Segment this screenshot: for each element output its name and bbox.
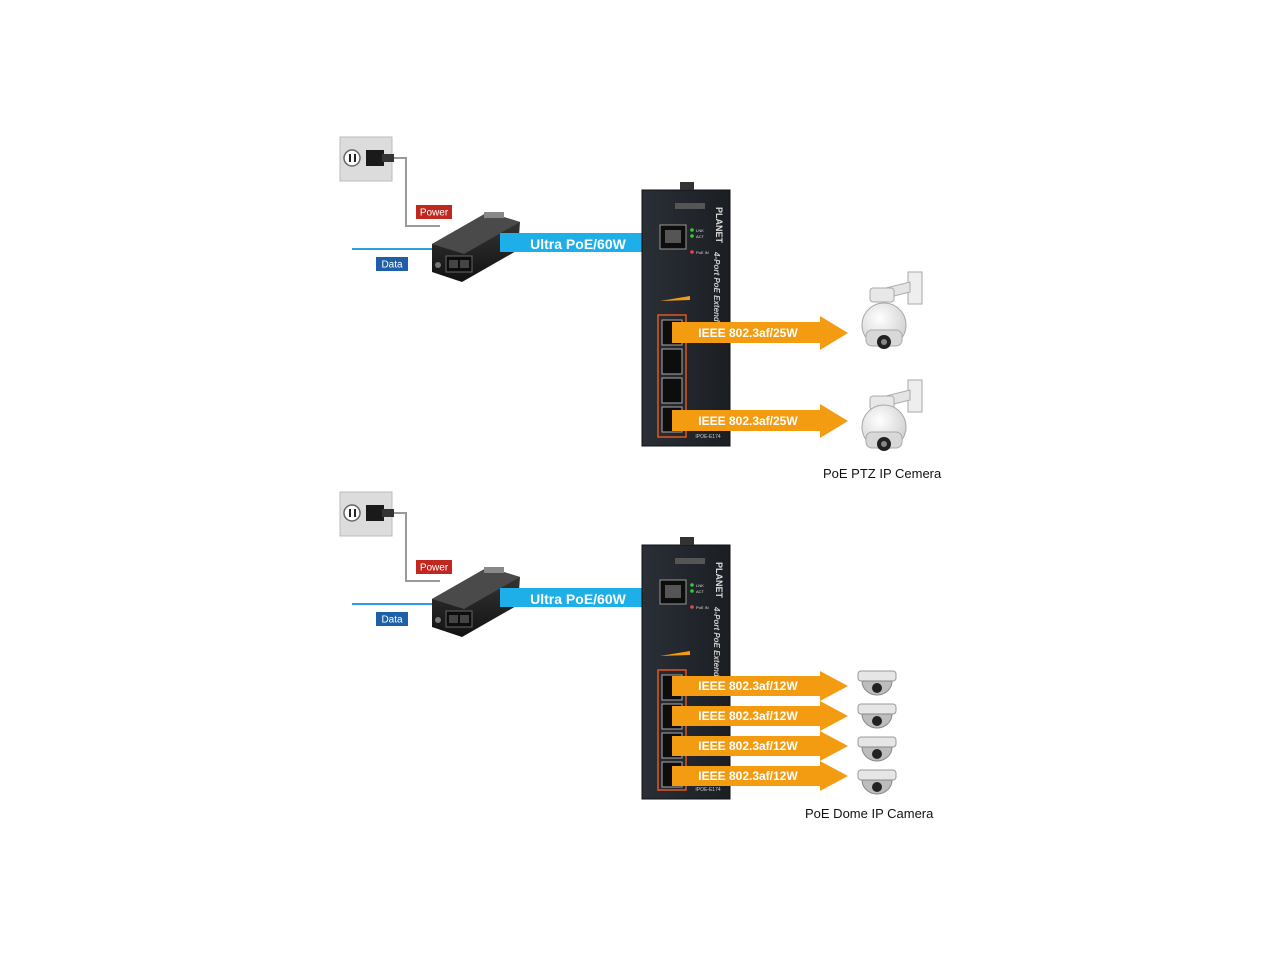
ptz-camera-icon — [861, 379, 923, 451]
output-label: IEEE 802.3af/12W — [698, 709, 798, 723]
power-cable — [394, 157, 440, 227]
output-arrow — [672, 731, 848, 761]
device-led-label: LNK — [696, 583, 704, 588]
poe-extender-device: LNK ACT PoE IN PLANET 4-Port PoE Extende… — [641, 182, 731, 447]
uplink-label: Ultra PoE/60W — [530, 591, 626, 607]
device-led-label: ACT — [696, 589, 705, 594]
data-label: Data — [381, 260, 403, 271]
output-arrow — [672, 404, 848, 438]
output-label: IEEE 802.3af/25W — [698, 326, 798, 340]
device-led-label: PoE IN — [696, 605, 709, 610]
device-side-text: 4-Port PoE Extender — [712, 606, 721, 685]
output-arrow — [672, 671, 848, 701]
output-label: IEEE 802.3af/12W — [698, 739, 798, 753]
device-brand: PLANET — [714, 562, 724, 599]
data-label: Data — [381, 615, 403, 626]
uplink-arrow — [500, 574, 672, 616]
power-label: Power — [420, 208, 449, 219]
power-badge — [416, 560, 452, 574]
uplink-label: Ultra PoE/60W — [530, 236, 626, 252]
dome-camera-icon — [857, 769, 897, 795]
dome-camera-caption: PoE Dome IP Camera — [805, 806, 934, 821]
power-badge — [416, 205, 452, 219]
device-side-text: 4-Port PoE Extender — [712, 251, 721, 330]
dome-camera-icon — [857, 703, 897, 729]
device-model: IPOE-E174 — [695, 787, 721, 793]
wall-outlet-icon — [339, 136, 394, 182]
ptz-camera-icon — [861, 271, 923, 349]
device-led-label: PoE IN — [696, 250, 709, 255]
wall-outlet-icon — [339, 491, 394, 537]
poe-extender-device: LNK ACT PoE IN PLANET 4-Port PoE Extende… — [641, 537, 731, 800]
power-cable — [394, 512, 440, 582]
dome-camera-icon — [857, 670, 897, 696]
output-label: IEEE 802.3af/25W — [698, 414, 798, 428]
dome-camera-icon — [857, 736, 897, 762]
scenario-dome: Power Data Ultra PoE/60W LNK ACT PoE I — [339, 491, 897, 800]
device-led-label: ACT — [696, 234, 705, 239]
output-arrow — [672, 701, 848, 731]
device-led-label: LNK — [696, 228, 704, 233]
power-label: Power — [420, 563, 449, 574]
device-model: IPOE-E174 — [695, 434, 721, 440]
device-brand: PLANET — [714, 207, 724, 244]
scenario-ptz: Power Data Ultra PoE/60W — [339, 136, 923, 451]
poe-injector-icon — [432, 212, 520, 282]
output-arrow — [672, 761, 848, 791]
poe-injector-icon — [432, 567, 520, 637]
output-label: IEEE 802.3af/12W — [698, 679, 798, 693]
data-badge — [376, 257, 408, 271]
output-arrow — [672, 316, 848, 350]
output-label: IEEE 802.3af/12W — [698, 769, 798, 783]
data-badge — [376, 612, 408, 626]
uplink-arrow — [500, 219, 672, 261]
ptz-camera-caption: PoE PTZ IP Cemera — [823, 466, 942, 481]
